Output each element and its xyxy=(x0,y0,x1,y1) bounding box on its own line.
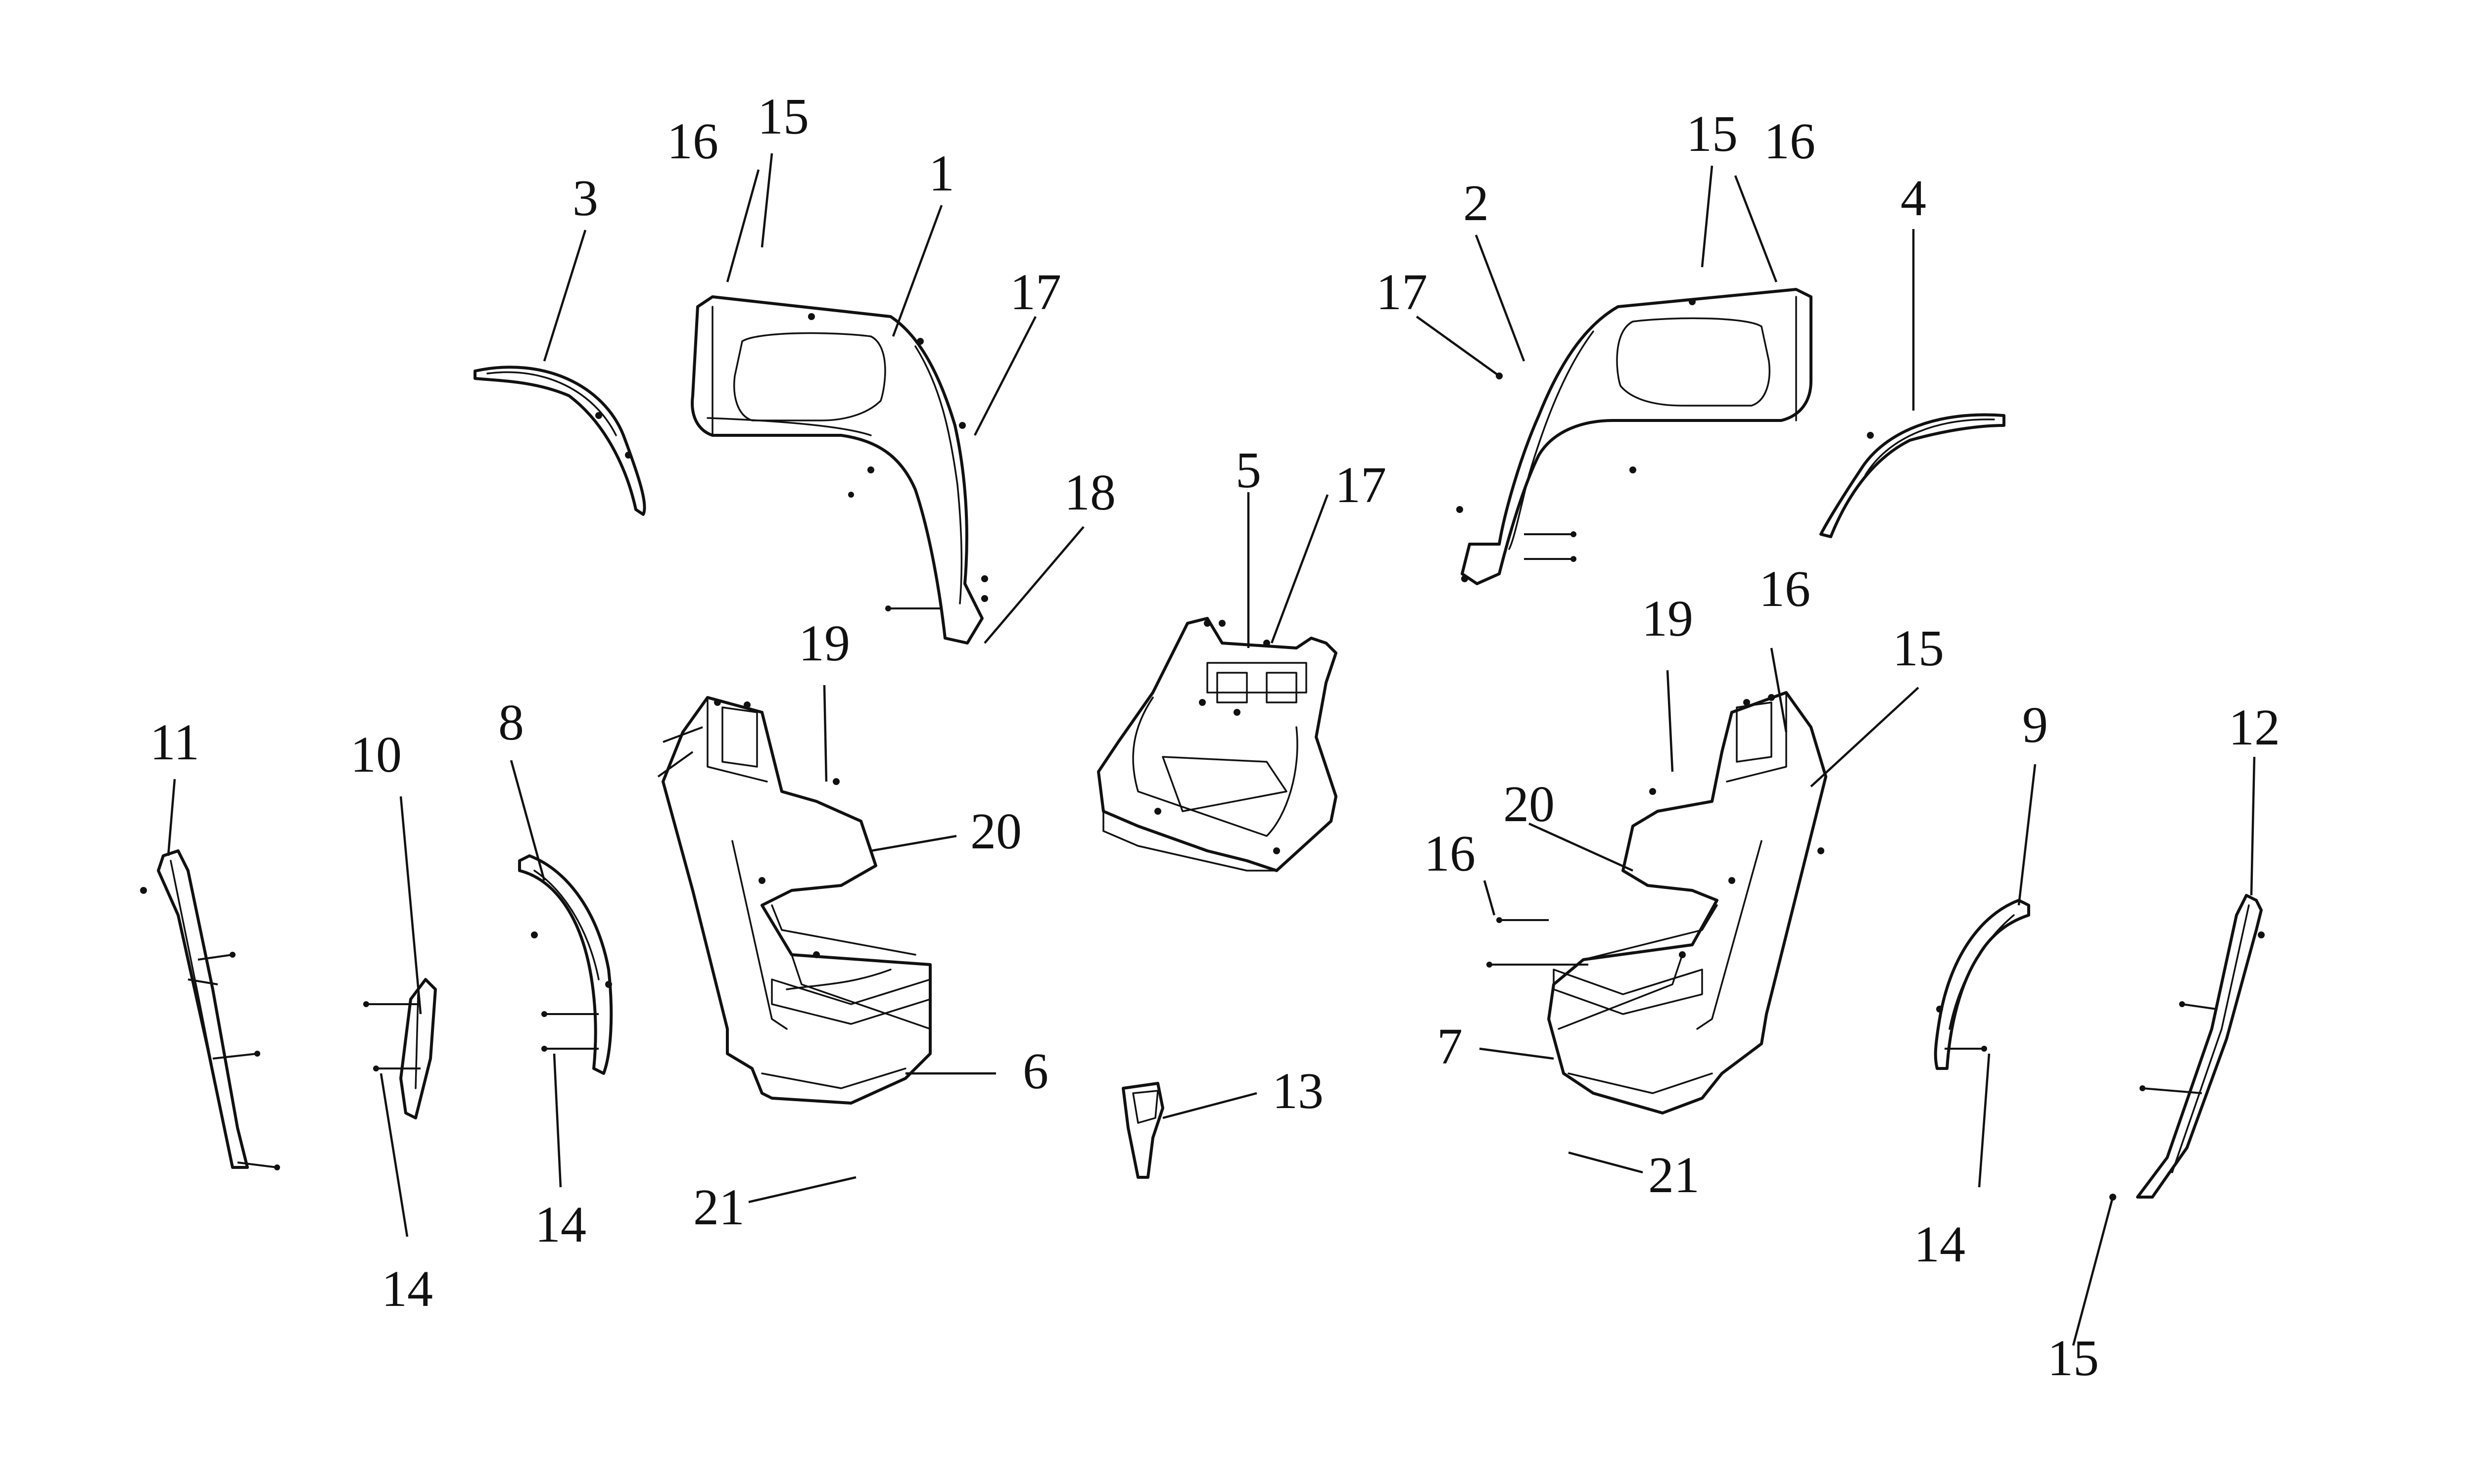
callout-18: 18 xyxy=(1064,464,1116,521)
callout-1: 1 xyxy=(929,145,954,202)
callout-14-c: 14 xyxy=(1914,1216,1965,1273)
callout-6: 6 xyxy=(1023,1043,1048,1100)
callout-3: 3 xyxy=(572,170,598,227)
callout-16-a: 16 xyxy=(667,113,718,170)
callout-5: 5 xyxy=(1236,442,1261,499)
callout-14-b: 14 xyxy=(535,1196,586,1253)
callout-16-d: 16 xyxy=(1424,825,1475,882)
part-12-right-long-trim xyxy=(2109,894,2265,1201)
callout-21-a: 21 xyxy=(693,1179,745,1236)
callout-10: 10 xyxy=(350,726,402,783)
callout-16-b: 16 xyxy=(1764,113,1815,170)
callout-15-b: 15 xyxy=(1686,105,1738,162)
callout-16-c: 16 xyxy=(1759,560,1810,617)
callout-15-d: 15 xyxy=(2047,1330,2099,1387)
part-6-left-footwell xyxy=(657,696,932,1105)
callout-7: 7 xyxy=(1437,1018,1463,1075)
callout-9: 9 xyxy=(2022,696,2048,753)
part-3-left-fender-arc xyxy=(474,366,646,516)
callout-17-b: 17 xyxy=(1376,264,1427,321)
callout-14-a: 14 xyxy=(381,1260,433,1317)
callout-20-b: 20 xyxy=(1503,776,1555,833)
callout-17-a: 17 xyxy=(1010,264,1061,321)
part-10-left-small-trim xyxy=(363,978,437,1119)
part-13-small-bracket xyxy=(1122,1082,1164,1179)
part-8-left-small-arc xyxy=(518,854,613,1075)
part-11-left-long-trim xyxy=(140,849,280,1170)
callout-19-b: 19 xyxy=(1642,590,1693,647)
callout-17-c: 17 xyxy=(1335,457,1386,513)
callout-13: 13 xyxy=(1272,1063,1324,1119)
callout-20-a: 20 xyxy=(970,803,1022,860)
callout-4: 4 xyxy=(1901,170,1926,227)
part-2-right-front-fender xyxy=(1456,288,1812,585)
callout-2: 2 xyxy=(1463,175,1489,232)
part-5-center-tray xyxy=(1097,617,1337,872)
callout-8: 8 xyxy=(498,694,524,751)
callout-labels: 1 2 3 4 5 6 7 8 9 10 11 12 13 14 14 14 1… xyxy=(150,88,2280,1387)
leader-lines xyxy=(167,153,2256,1346)
callout-19-a: 19 xyxy=(799,615,850,672)
callout-12: 12 xyxy=(2229,699,2280,756)
callout-15-c: 15 xyxy=(1893,620,1944,677)
part-7-right-footwell xyxy=(1486,691,1827,1114)
part-1-left-front-fender xyxy=(691,295,988,645)
callout-15-a: 15 xyxy=(758,88,809,145)
callout-11: 11 xyxy=(150,714,199,771)
part-4-right-fender-arc xyxy=(1819,413,2005,538)
part-9-right-small-arc xyxy=(1934,899,2030,1070)
callout-21-b: 21 xyxy=(1648,1147,1700,1204)
